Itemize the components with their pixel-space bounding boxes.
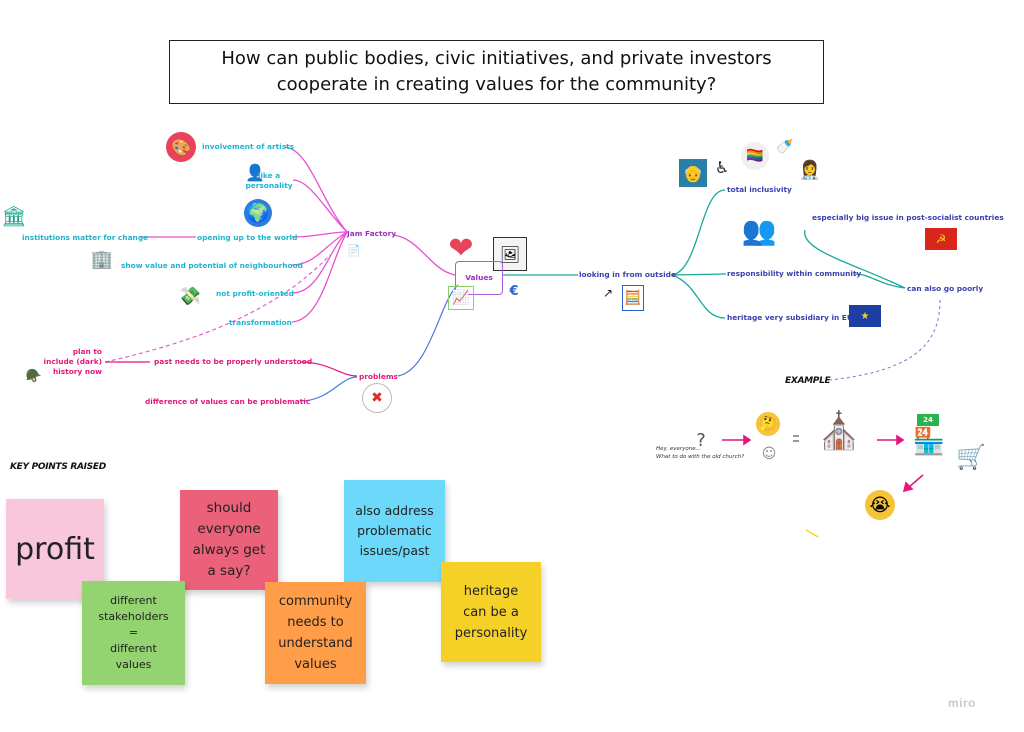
export-icon: ↗ (602, 286, 614, 300)
church-icon: ⛪ (816, 411, 862, 452)
node-like-a-personality[interactable]: like a personality (245, 171, 293, 190)
shop-icon: 24 🏪 (912, 414, 946, 457)
node-transformation[interactable]: transformation (229, 318, 292, 327)
wheelchair-icon: ♿ (714, 157, 730, 177)
eu-flag-icon: ★ (849, 305, 881, 327)
stroller-icon: 🍼 (776, 139, 794, 155)
node-can-go-poorly[interactable]: can also go poorly (907, 284, 984, 293)
node-especially-big-issue[interactable]: especially big issue in post-socialist c… (812, 213, 1004, 222)
values-node[interactable]: Values (455, 261, 503, 295)
miro-logo: miro (947, 696, 976, 710)
node-difference-values[interactable]: difference of values can be problematic (145, 397, 311, 406)
person-icon: 👤 (245, 162, 265, 182)
person-outline-icon: ☺ (761, 446, 777, 462)
crying-face-icon: 😭 (865, 490, 895, 520)
node-heritage-subsidiary[interactable]: heritage very subsidiary in EU (727, 313, 853, 322)
old-person-icon: 👴 (679, 159, 707, 187)
portrait-icon: 🖼 (493, 237, 527, 271)
doctor-icon: 👩‍⚕ (798, 159, 822, 181)
node-jam-factory[interactable]: Jam Factory (347, 229, 397, 238)
tank-icon: 🪖 (25, 368, 43, 384)
no-money-icon: 💸 (178, 285, 202, 307)
main-question-box[interactable]: How can public bodies, civic initiatives… (169, 40, 824, 104)
bank-icon: 🏛 (1, 204, 27, 228)
people-icon: 👥 (741, 213, 777, 247)
node-institutions-matter[interactable]: institutions matter for change (22, 233, 149, 242)
sticky-note-everyone-say[interactable]: should everyone always get a say? (180, 490, 278, 590)
document-icon: 📄 (347, 243, 361, 257)
node-past-needs[interactable]: past needs to be properly understood (154, 357, 313, 366)
question-mark-icon: ? (696, 429, 706, 451)
node-show-value[interactable]: show value and potential of neighbourhoo… (121, 261, 303, 270)
calculator-icon: 🧮 (622, 285, 644, 311)
sticky-note-problematic-past[interactable]: also address problematic issues/past (344, 480, 445, 582)
building-icon: 🏢 (90, 248, 114, 270)
sticky-note-heritage-personality[interactable]: heritage can be a personality (441, 562, 541, 662)
pride-icon: 🏳‍🌈 (741, 142, 769, 170)
node-involvement-of-artists[interactable]: involvement of artists (202, 142, 295, 151)
values-label: Values (465, 273, 493, 282)
shop-sign: 24 (917, 414, 939, 426)
key-points-heading: KEY POINTS RAISED (10, 462, 106, 472)
node-plan-to-include[interactable]: plan to include (dark) history now (43, 347, 102, 376)
cross-icon: ✖ (362, 383, 392, 413)
example-heading: EXAMPLE (785, 376, 831, 386)
example-note: Hey, everyone... What to do with the old… (656, 446, 745, 460)
thinking-face-icon: 🤔 (756, 412, 780, 436)
ussr-flag-icon: ☭ (925, 228, 957, 250)
node-problems[interactable]: problems (359, 372, 398, 381)
cart-icon: 🛒 (956, 443, 986, 471)
palette-icon: 🎨 (166, 132, 196, 162)
node-looking-in[interactable]: looking in from outside (579, 270, 676, 279)
globe-icon: 🌍 (244, 199, 272, 227)
node-total-inclusivity[interactable]: total inclusivity (727, 185, 792, 194)
sticky-note-community-values[interactable]: community needs to understand values (265, 582, 366, 684)
euro-icon: € (509, 283, 519, 299)
node-opening-up[interactable]: opening up to the world (197, 233, 298, 242)
node-not-profit[interactable]: not profit-oriented (216, 289, 294, 298)
sticky-note-stakeholders[interactable]: different stakeholders = different value… (82, 581, 185, 685)
node-responsibility[interactable]: responsibility within community (727, 269, 862, 278)
heart-icon: ❤ (448, 230, 474, 266)
main-question: How can public bodies, civic initiatives… (221, 48, 772, 95)
chart-icon: 📈 (448, 286, 474, 310)
